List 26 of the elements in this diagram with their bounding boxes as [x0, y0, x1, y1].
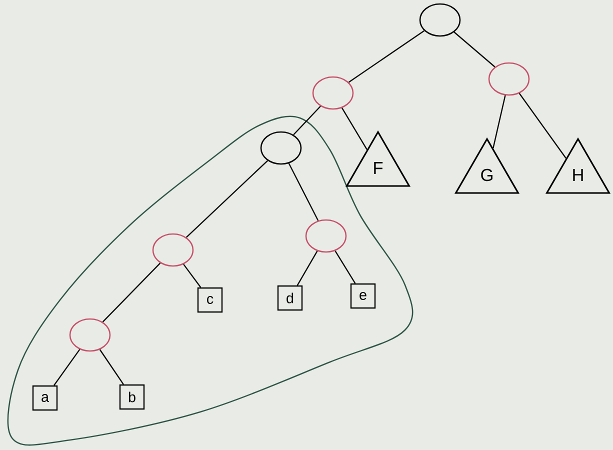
tree-edge: [54, 349, 80, 386]
leaf-box: e: [350, 283, 376, 309]
tree-edge: [183, 264, 202, 288]
tree-edge: [348, 30, 425, 83]
tree-node-circle: [260, 131, 302, 165]
leaf-box: d: [277, 285, 303, 311]
tree-node-circle: [305, 219, 347, 253]
tree-edge: [296, 250, 318, 286]
tree-edge: [288, 163, 319, 221]
tree-edge: [102, 262, 161, 322]
tree-edge: [334, 250, 356, 284]
tree-edge: [99, 349, 124, 385]
leaf-box: a: [32, 385, 58, 411]
tree-node-circle: [488, 62, 530, 96]
tree-node-circle: [312, 76, 354, 110]
tree-edge: [518, 93, 566, 159]
leaf-box: c: [197, 287, 223, 313]
tree-edge: [492, 95, 506, 148]
tree-node-circle: [69, 318, 111, 352]
leaf-box: b: [119, 384, 145, 410]
tree-edge: [341, 108, 368, 150]
tree-edge: [186, 160, 268, 238]
tree-node-circle: [419, 3, 461, 37]
tree-edge: [293, 106, 321, 136]
tree-node-circle: [152, 233, 194, 267]
tree-edge: [454, 32, 496, 68]
